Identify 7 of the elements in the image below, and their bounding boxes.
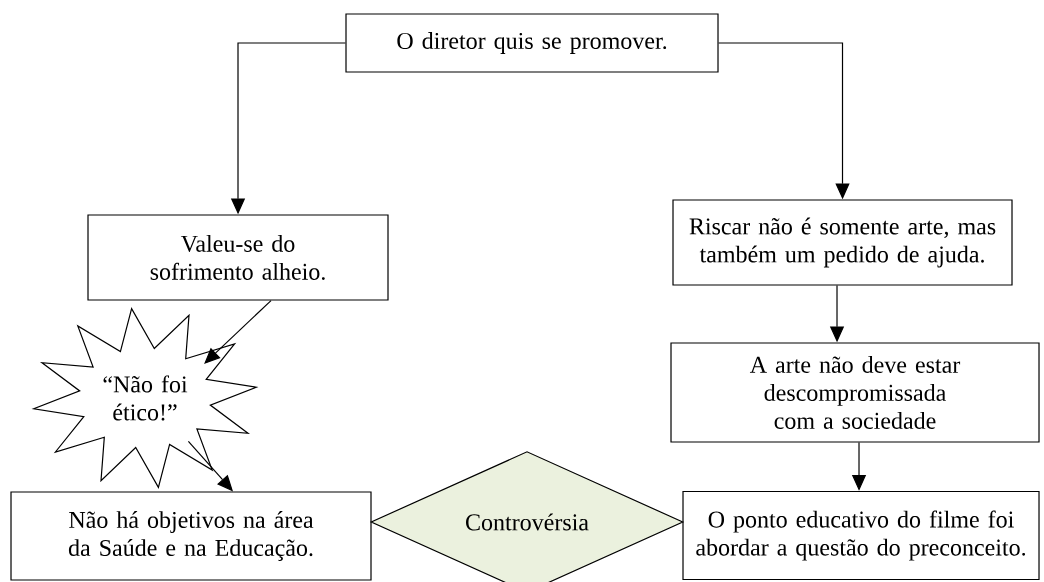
statement-box: O ponto educativo do filme foi abordar a questão do preconceito. (682, 490, 1040, 581)
statement-box: Valeu-se do sofrimento alheio. (87, 214, 389, 301)
arrow (204, 300, 272, 364)
statement-box: Riscar não é somente arte, mas também um pedido de ajuda. (672, 199, 1013, 286)
statement-box: A arte não deve estar descompromissada com a sociedade (670, 342, 1040, 443)
statement-box: Não há objetivos na área da Saúde e na Educação. (10, 491, 372, 581)
statement-box: O diretor quis se promover. (345, 13, 719, 73)
